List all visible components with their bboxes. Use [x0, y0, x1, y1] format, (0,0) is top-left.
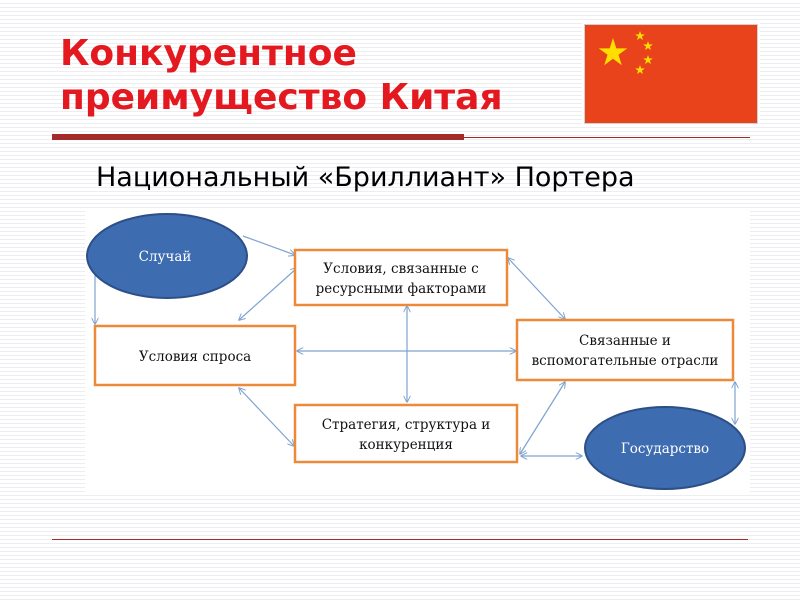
node-demand-conditions: Условия спроса	[93, 324, 297, 387]
arrow-demand-strategy	[239, 388, 294, 446]
arrow-factor-related	[508, 258, 565, 319]
node-chance: Случай	[86, 213, 248, 299]
header-divider-thick	[52, 134, 464, 140]
porter-diamond-diagram: Случай Условия, связанные с ресурсными ф…	[85, 210, 750, 495]
flag-big-star	[598, 38, 628, 66]
flag-small-star-2	[643, 41, 653, 50]
footer-divider	[52, 539, 748, 540]
china-flag-icon	[584, 24, 758, 124]
node-government: Государство	[584, 406, 746, 490]
header-divider-thin	[464, 137, 750, 138]
node-demand-label: Условия спроса	[139, 349, 251, 365]
flag-small-star-3	[643, 55, 653, 64]
arrow-chance-factor	[242, 235, 295, 255]
title-line-2: преимущество Китая	[60, 77, 503, 118]
flag-small-star-1	[635, 31, 645, 40]
node-strategy-label-2: конкуренция	[359, 437, 453, 453]
node-related-label-2: вспомогательные отрасли	[532, 353, 719, 369]
node-government-label: Государство	[621, 441, 709, 457]
flag-field	[585, 25, 757, 123]
node-factor-conditions: Условия, связанные с ресурсными факторам…	[293, 248, 509, 307]
page-title: Конкурентное преимущество Китая	[60, 32, 503, 120]
subtitle: Национальный «Бриллиант» Портера	[96, 162, 635, 193]
node-related-industries: Связанные и вспомогательные отрасли	[515, 318, 735, 382]
node-strategy-structure: Стратегия, структура и конкуренция	[293, 403, 519, 464]
node-factor-label-2: ресурсными факторами	[316, 281, 487, 297]
title-line-1: Конкурентное	[60, 33, 357, 74]
node-factor-label-1: Условия, связанные с	[323, 261, 478, 277]
arrow-related-strategy	[520, 382, 565, 454]
flag-small-star-4	[635, 65, 645, 74]
node-chance-label: Случай	[139, 249, 192, 265]
node-related-label-1: Связанные и	[579, 333, 671, 349]
arrow-factor-demand	[239, 268, 297, 320]
node-strategy-label-1: Стратегия, структура и	[322, 417, 491, 433]
arrows	[95, 235, 735, 456]
